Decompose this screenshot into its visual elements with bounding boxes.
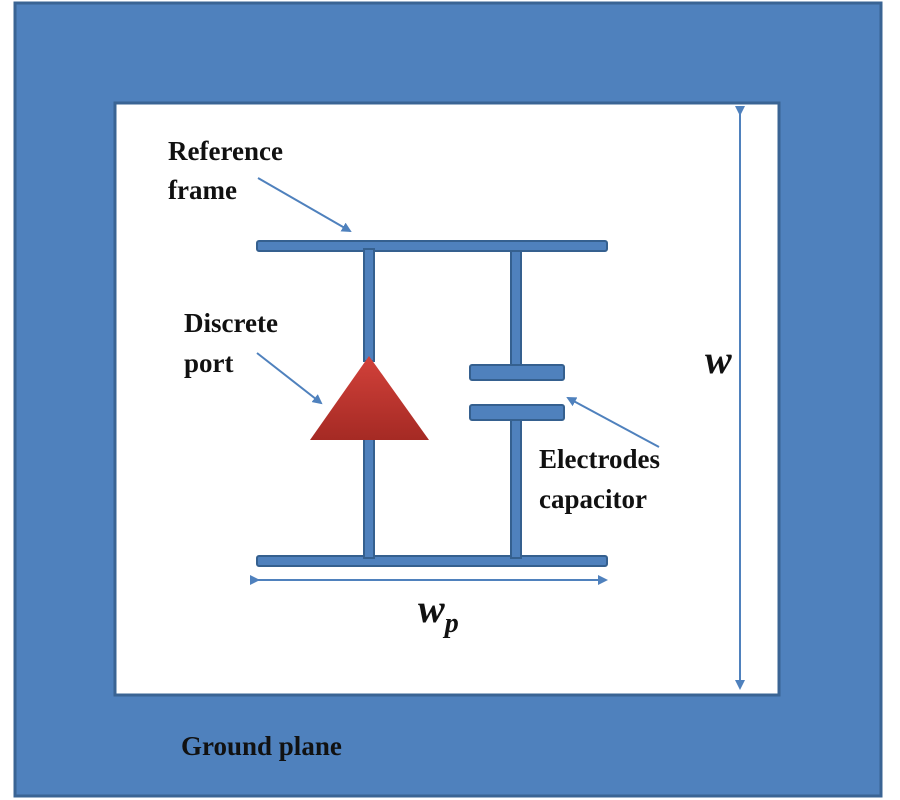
reference-frame-bottom-bar — [256, 555, 608, 567]
w-dimension-label: w — [705, 337, 732, 382]
capacitor-branch-upper — [510, 250, 522, 367]
capacitor-electrode-top — [469, 364, 565, 381]
discrete-port-pointer-arrow — [256, 352, 323, 405]
wp-dimension-label: wp — [418, 586, 459, 639]
port-branch-lower — [363, 437, 375, 559]
reference-frame-label-line2: frame — [168, 175, 237, 205]
electrodes-pointer-arrow — [566, 397, 660, 448]
discrete-port-label-line1: Discrete — [184, 308, 278, 338]
capacitor-branch-lower — [510, 418, 522, 559]
port-branch-upper — [363, 248, 375, 362]
reference-frame-pointer-arrow — [257, 177, 352, 232]
substrate-area — [113, 101, 781, 697]
wp-subscript: p — [443, 608, 459, 639]
ground-plane-label: Ground plane — [181, 731, 342, 761]
electrodes-capacitor-label-line2: capacitor — [539, 484, 647, 514]
discrete-port-label-line2: port — [184, 348, 234, 378]
wp-symbol: w — [418, 586, 445, 631]
electrodes-capacitor-label-line1: Electrodes — [539, 444, 660, 474]
reference-frame-top-bar — [256, 240, 608, 252]
capacitor-electrode-bottom — [469, 404, 565, 421]
discrete-port-triangle — [310, 356, 429, 440]
reference-frame-label-line1: Reference — [168, 136, 283, 166]
